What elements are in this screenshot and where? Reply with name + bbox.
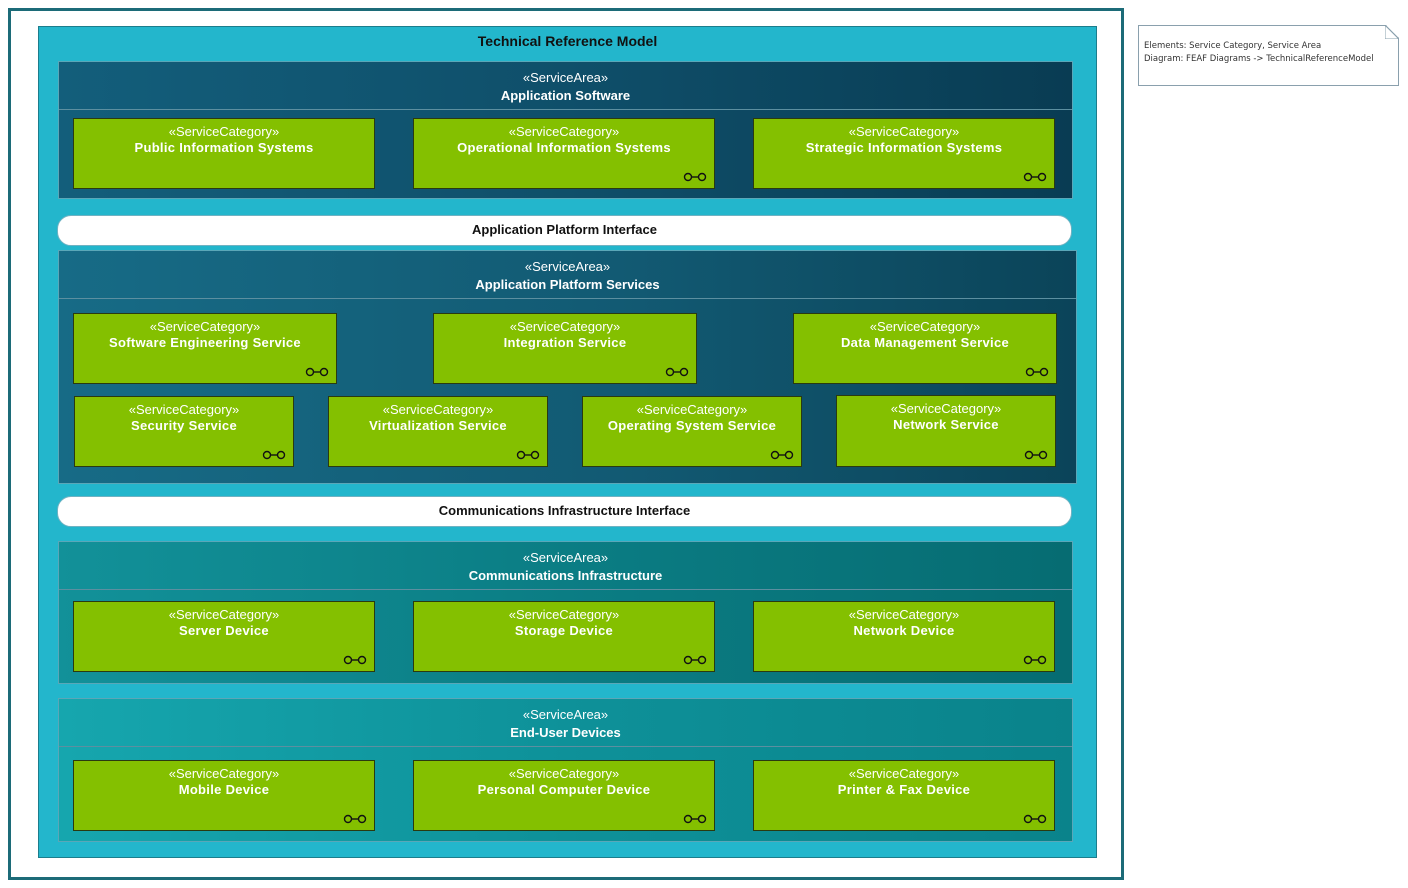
service-category-stereotype: «ServiceCategory»	[890, 401, 1002, 416]
link-icon	[1023, 655, 1047, 665]
service-category-name: Network Service	[893, 417, 999, 432]
service-category-security-service[interactable]: «ServiceCategory» Security Service	[74, 396, 294, 467]
link-icon	[1025, 367, 1049, 377]
service-category-software-engineering-service[interactable]: «ServiceCategory» Software Engineering S…	[73, 313, 337, 384]
communications-infrastructure-interface[interactable]: Communications Infrastructure Interface	[57, 496, 1072, 527]
service-category-server-device[interactable]: «ServiceCategory» Server Device	[73, 601, 375, 672]
service-category-name: Printer & Fax Device	[837, 782, 971, 797]
service-category-stereotype: «ServiceCategory»	[168, 124, 280, 139]
service-category-name: Security Service	[131, 418, 237, 433]
service-category-strategic-information-systems[interactable]: «ServiceCategory» Strategic Information …	[753, 118, 1055, 189]
service-area-name: Application Platform Services	[475, 277, 660, 292]
note-elements-line: Elements: Service Category, Service Area	[1144, 41, 1322, 51]
link-icon	[683, 172, 707, 182]
service-category-stereotype: «ServiceCategory»	[382, 402, 494, 417]
service-area-header: «ServiceArea» Application Platform Servi…	[59, 251, 1076, 299]
service-category-stereotype: «ServiceCategory»	[636, 402, 748, 417]
service-category-stereotype: «ServiceCategory»	[168, 607, 280, 622]
link-icon	[305, 367, 329, 377]
service-area-name: Application Software	[500, 88, 631, 103]
service-category-name: Software Engineering Service	[109, 335, 301, 350]
link-icon	[1023, 814, 1047, 824]
service-category-name: Operational Information Systems	[457, 140, 671, 155]
link-icon	[343, 655, 367, 665]
note-fold-corner	[1385, 25, 1399, 39]
service-area-header: «ServiceArea» Application Software	[59, 62, 1072, 110]
model-title: Technical Reference Model	[477, 33, 658, 49]
service-category-storage-device[interactable]: «ServiceCategory» Storage Device	[413, 601, 715, 672]
link-icon	[1024, 450, 1048, 460]
service-category-name: Public Information Systems	[134, 140, 314, 155]
service-area-stereotype: «ServiceArea»	[522, 707, 609, 722]
service-category-stereotype: «ServiceCategory»	[128, 402, 240, 417]
service-category-name: Server Device	[179, 623, 269, 638]
service-category-stereotype: «ServiceCategory»	[848, 124, 960, 139]
service-category-integration-service[interactable]: «ServiceCategory» Integration Service	[433, 313, 697, 384]
service-category-name: Virtualization Service	[369, 418, 507, 433]
service-area-stereotype: «ServiceArea»	[522, 550, 609, 565]
application-platform-interface[interactable]: Application Platform Interface	[57, 215, 1072, 246]
service-area-name: Communications Infrastructure	[468, 568, 663, 583]
service-category-data-management-service[interactable]: «ServiceCategory» Data Management Servic…	[793, 313, 1057, 384]
service-category-stereotype: «ServiceCategory»	[149, 319, 261, 334]
link-icon	[1023, 172, 1047, 182]
service-category-stereotype: «ServiceCategory»	[848, 607, 960, 622]
service-category-virtualization-service[interactable]: «ServiceCategory» Virtualization Service	[328, 396, 548, 467]
service-category-public-information-systems[interactable]: «ServiceCategory» Public Information Sys…	[73, 118, 375, 189]
service-area-header: «ServiceArea» End-User Devices	[59, 699, 1072, 747]
service-category-stereotype: «ServiceCategory»	[168, 766, 280, 781]
service-category-stereotype: «ServiceCategory»	[508, 766, 620, 781]
service-category-name: Integration Service	[503, 335, 627, 350]
link-icon	[516, 450, 540, 460]
note-diagram-line: Diagram: FEAF Diagrams -> TechnicalRefer…	[1144, 54, 1374, 64]
service-category-personal-computer-device[interactable]: «ServiceCategory» Personal Computer Devi…	[413, 760, 715, 831]
service-category-name: Data Management Service	[840, 335, 1010, 350]
service-category-name: Network Device	[853, 623, 955, 638]
link-icon	[665, 367, 689, 377]
service-category-name: Mobile Device	[178, 782, 270, 797]
service-category-network-service[interactable]: «ServiceCategory» Network Service	[836, 395, 1056, 467]
service-category-operational-information-systems[interactable]: «ServiceCategory» Operational Informatio…	[413, 118, 715, 189]
service-category-stereotype: «ServiceCategory»	[869, 319, 981, 334]
service-category-stereotype: «ServiceCategory»	[509, 319, 621, 334]
service-area-stereotype: «ServiceArea»	[522, 70, 609, 85]
diagram-note[interactable]: Elements: Service Category, Service Area…	[1138, 25, 1399, 86]
service-category-stereotype: «ServiceCategory»	[848, 766, 960, 781]
link-icon	[683, 655, 707, 665]
service-category-mobile-device[interactable]: «ServiceCategory» Mobile Device	[73, 760, 375, 831]
service-category-name: Personal Computer Device	[477, 782, 651, 797]
link-icon	[770, 450, 794, 460]
service-category-operating-system-service[interactable]: «ServiceCategory» Operating System Servi…	[582, 396, 802, 467]
service-category-network-device[interactable]: «ServiceCategory» Network Device	[753, 601, 1055, 672]
service-category-name: Storage Device	[514, 623, 614, 638]
service-category-name: Operating System Service	[607, 418, 777, 433]
link-icon	[343, 814, 367, 824]
link-icon	[262, 450, 286, 460]
link-icon	[683, 814, 707, 824]
service-area-header: «ServiceArea» Communications Infrastruct…	[59, 542, 1072, 590]
service-area-stereotype: «ServiceArea»	[524, 259, 611, 274]
service-category-stereotype: «ServiceCategory»	[508, 124, 620, 139]
service-category-name: Strategic Information Systems	[805, 140, 1003, 155]
service-category-printer-fax-device[interactable]: «ServiceCategory» Printer & Fax Device	[753, 760, 1055, 831]
service-category-stereotype: «ServiceCategory»	[508, 607, 620, 622]
service-area-name: End-User Devices	[510, 725, 621, 740]
